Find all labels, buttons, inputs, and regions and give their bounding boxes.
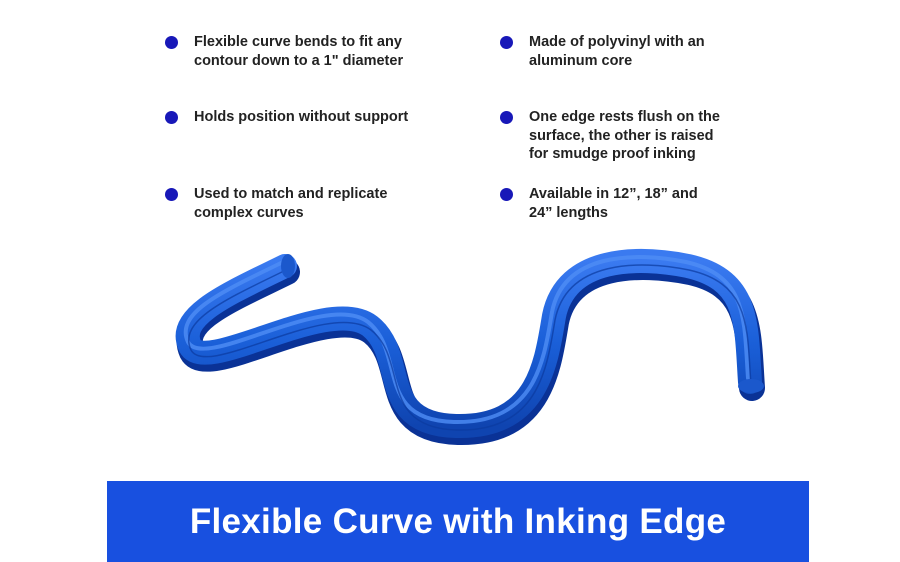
feature-item: Used to match and replicate complex curv… xyxy=(165,185,387,222)
bullet-icon xyxy=(500,188,513,201)
curve-end-cap-left xyxy=(281,254,295,278)
bullet-icon xyxy=(500,111,513,124)
banner-title: Flexible Curve with Inking Edge xyxy=(189,501,727,541)
feature-text: Used to match and replicate complex curv… xyxy=(194,186,388,221)
feature-item: Available in 12”, 18” and 24” lengths xyxy=(500,185,698,222)
feature-text: Holds position without support xyxy=(194,109,409,125)
curve-end-cap-right xyxy=(738,379,764,393)
feature-item: Flexible curve bends to fit any contour … xyxy=(165,33,403,70)
feature-item: Made of polyvinyl with an aluminum core xyxy=(500,33,705,70)
feature-text: Made of polyvinyl with an aluminum core xyxy=(529,34,705,69)
feature-text: Available in 12”, 18” and 24” lengths xyxy=(529,186,698,221)
bullet-icon xyxy=(165,111,178,124)
bullet-icon xyxy=(165,36,178,49)
feature-text: Flexible curve bends to fit any contour … xyxy=(194,34,404,69)
feature-item: Holds position without support xyxy=(165,108,408,127)
title-banner: Flexible Curve with Inking Edge xyxy=(107,481,809,562)
feature-text: One edge rests flush on the surface, the… xyxy=(529,109,720,162)
bullet-icon xyxy=(500,36,513,49)
curve-lower-edge xyxy=(176,254,765,446)
curve-seam xyxy=(188,264,752,431)
feature-item: One edge rests flush on the surface, the… xyxy=(500,108,720,164)
bullet-icon xyxy=(165,188,178,201)
